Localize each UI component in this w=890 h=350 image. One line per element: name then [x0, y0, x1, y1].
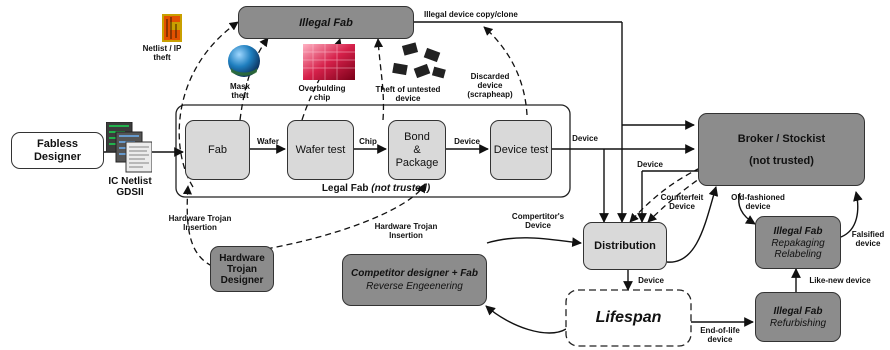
dashed-discarded: [483, 26, 528, 116]
competitor-subtitle: Reverse Engeenering: [366, 281, 463, 292]
arrow-competitor-device: [486, 237, 582, 247]
dashed-theft-untested: [373, 38, 385, 121]
legal-fab-caption: Legal Fab (not trusted): [316, 183, 436, 194]
lifespan-box-outline: [565, 289, 692, 347]
arrow-old-fashioned: [738, 192, 756, 225]
wafer-label: Wafer: [257, 137, 279, 146]
distribution-box: Distribution: [583, 222, 667, 270]
dashed-counterfeit-1: [629, 167, 701, 223]
broker-stockist-note: (not trusted): [749, 154, 814, 167]
dashed-netlist-theft: [178, 21, 239, 188]
ic-netlist-label: IC Netlist GDSII: [108, 176, 152, 198]
wafer-test-label: Wafer test: [295, 144, 346, 156]
old-fashioned-label: Old-fashioned device: [731, 193, 785, 211]
wafer-image-icon: [303, 44, 355, 80]
illegal-fab-top-label: Illegal Fab: [299, 16, 353, 29]
refurbishing-subtitle: Refurbishing: [769, 317, 827, 329]
illegal-fab-top-box: Illegal Fab: [238, 6, 414, 39]
like-new-label: Like-new device: [809, 276, 871, 285]
device-after-bond-label: Device: [454, 137, 480, 146]
refurbishing-title: Illegal Fab: [773, 305, 823, 317]
netlist-files-icon: [105, 121, 153, 174]
arrow-distribution-to-broker: [666, 186, 719, 263]
dashed-ht-right: [246, 183, 426, 253]
ht-insertion-right-label: Hardware Trojan Insertion: [374, 222, 438, 240]
lifespan-box: Lifespan: [566, 290, 691, 346]
competitor-title: Competitor designer + Fab: [351, 268, 478, 279]
device-test-label: Device test: [493, 144, 549, 156]
chip-label: Chip: [359, 137, 377, 146]
overbuilding-label: Overbulding chip: [298, 84, 346, 102]
lifespan-label: Lifespan: [595, 309, 662, 326]
competitor-box: Competitor designer + Fab Reverse Engeen…: [342, 254, 487, 306]
refurbishing-box: Illegal Fab Refurbishing: [755, 292, 841, 342]
legal-fab-caption-text: Legal Fab: [321, 183, 369, 194]
hardware-trojan-designer-label: Hardware Trojan Designer: [219, 252, 265, 286]
discarded-label: Discarded device (scrapheap): [467, 72, 513, 99]
mask-globe-icon: [227, 44, 261, 78]
packaged-chips-icon: [389, 42, 449, 82]
repackaging-subtitle: Repakaging Relabeling: [771, 237, 825, 260]
end-of-life-label: End-of-life device: [700, 326, 740, 344]
fabless-designer-box: Fabless Designer: [11, 132, 104, 169]
competitor-device-label: Compertitor's Device: [511, 212, 565, 230]
wafer-test-box: Wafer test: [287, 120, 354, 180]
chip-layout-icon: [162, 14, 182, 42]
distribution-device-label: Device: [638, 276, 664, 285]
untested-theft-label: Theft of untested device: [375, 85, 441, 103]
arrow-falsified: [840, 191, 863, 238]
netlist-theft-label: Netlist / IP theft: [142, 44, 182, 62]
ht-insertion-left-label: Hardware Trojan Insertion: [168, 214, 232, 232]
bond-package-box: Bond & Package: [388, 120, 446, 180]
arrow-lifespan-to-competitor: [485, 305, 567, 334]
distribution-label: Distribution: [594, 240, 656, 252]
fabless-designer-label: Fabless Designer: [33, 137, 82, 163]
fab-label: Fab: [208, 144, 227, 156]
illegal-copy-label: Illegal device copy/clone: [424, 10, 518, 19]
fab-box: Fab: [185, 120, 250, 180]
falsified-label: Falsified device: [851, 230, 885, 248]
device-test-box: Device test: [490, 120, 552, 180]
legal-fab-caption-note: (not trusted): [371, 183, 431, 194]
device-to-distribution-label: Device: [637, 160, 663, 169]
mask-theft-label: Mask theft: [229, 82, 250, 100]
device-after-test-label: Device: [572, 134, 598, 143]
repackaging-title: Illegal Fab: [773, 225, 823, 237]
bond-package-label: Bond & Package: [395, 130, 439, 169]
counterfeit-label: Counterfeit Device: [660, 193, 704, 211]
repackaging-box: Illegal Fab Repakaging Relabeling: [755, 216, 841, 269]
broker-stockist-box: Broker / Stockist (not trusted): [698, 113, 865, 186]
broker-stockist-label: Broker / Stockist: [737, 132, 826, 145]
hardware-trojan-designer-box: Hardware Trojan Designer: [210, 246, 274, 292]
